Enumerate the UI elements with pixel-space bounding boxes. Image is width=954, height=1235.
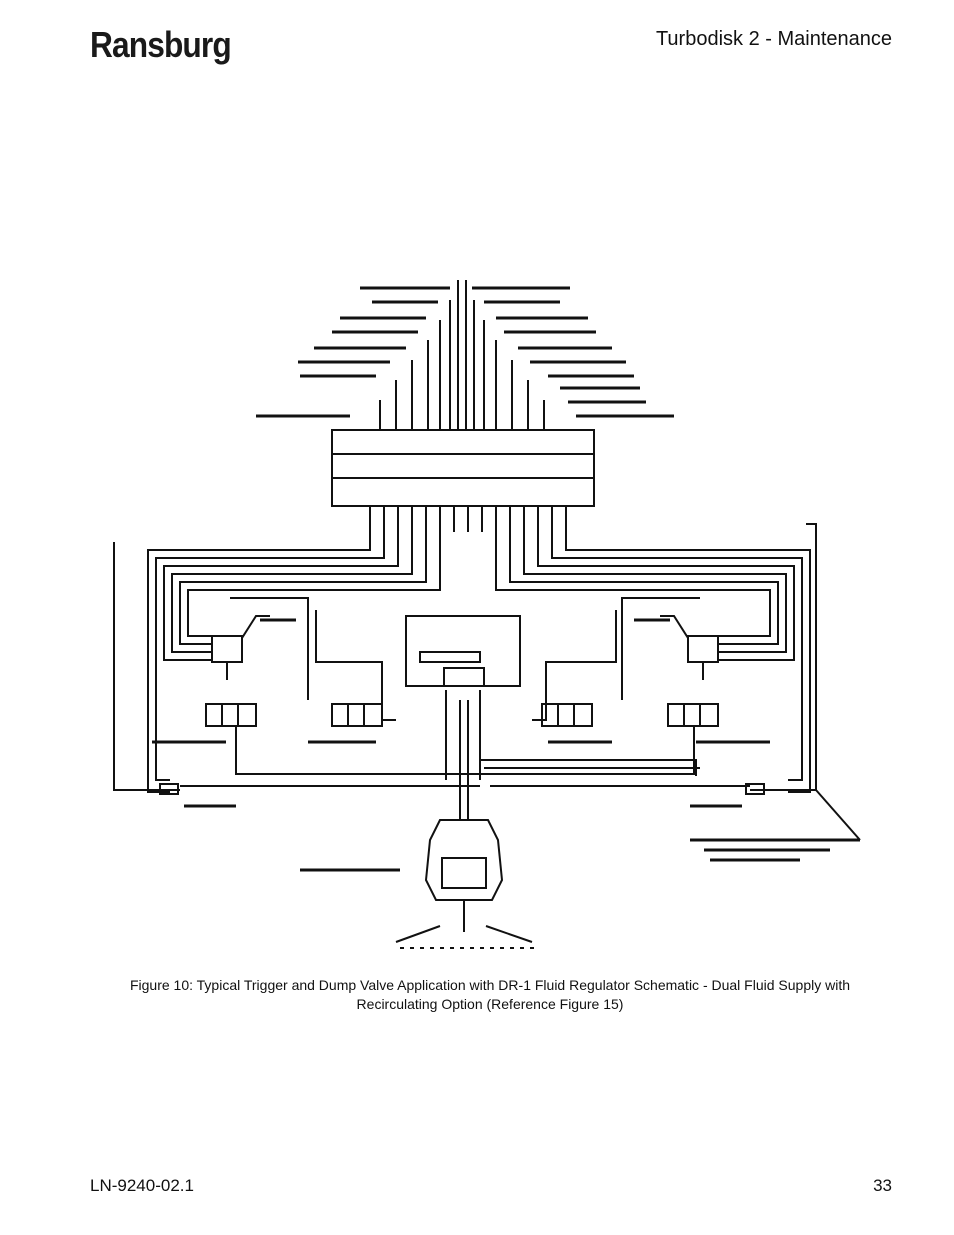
document-number: LN-9240-02.1: [90, 1176, 194, 1195]
right-regulator: [687, 635, 719, 663]
figure-caption: Figure 10: Typical Trigger and Dump Valv…: [100, 976, 880, 1014]
atomizer: [395, 819, 540, 949]
manifold-ports: [369, 506, 567, 532]
top-label-bars: [256, 286, 674, 418]
right-routing-lines: [495, 523, 817, 793]
valve-2: [331, 703, 383, 727]
page-header-title: Turbodisk 2 - Maintenance: [655, 28, 892, 50]
manifold-block: [331, 429, 595, 507]
figure-caption-line1: Figure 10: Typical Trigger and Dump Valv…: [129, 977, 851, 993]
page-number: 33: [873, 1176, 892, 1195]
valve-4: [667, 703, 719, 727]
left-routing-lines: [113, 532, 441, 793]
figure-caption-line2: Recirculating Option (Reference Figure 1…: [356, 996, 624, 1012]
valve-1: [205, 703, 257, 727]
left-regulator: [211, 635, 243, 663]
ransburg-logo: Ransburg: [90, 24, 232, 65]
schematic-diagram: [113, 280, 861, 949]
top-callout-lines: [379, 280, 545, 430]
valve-3: [541, 703, 593, 727]
